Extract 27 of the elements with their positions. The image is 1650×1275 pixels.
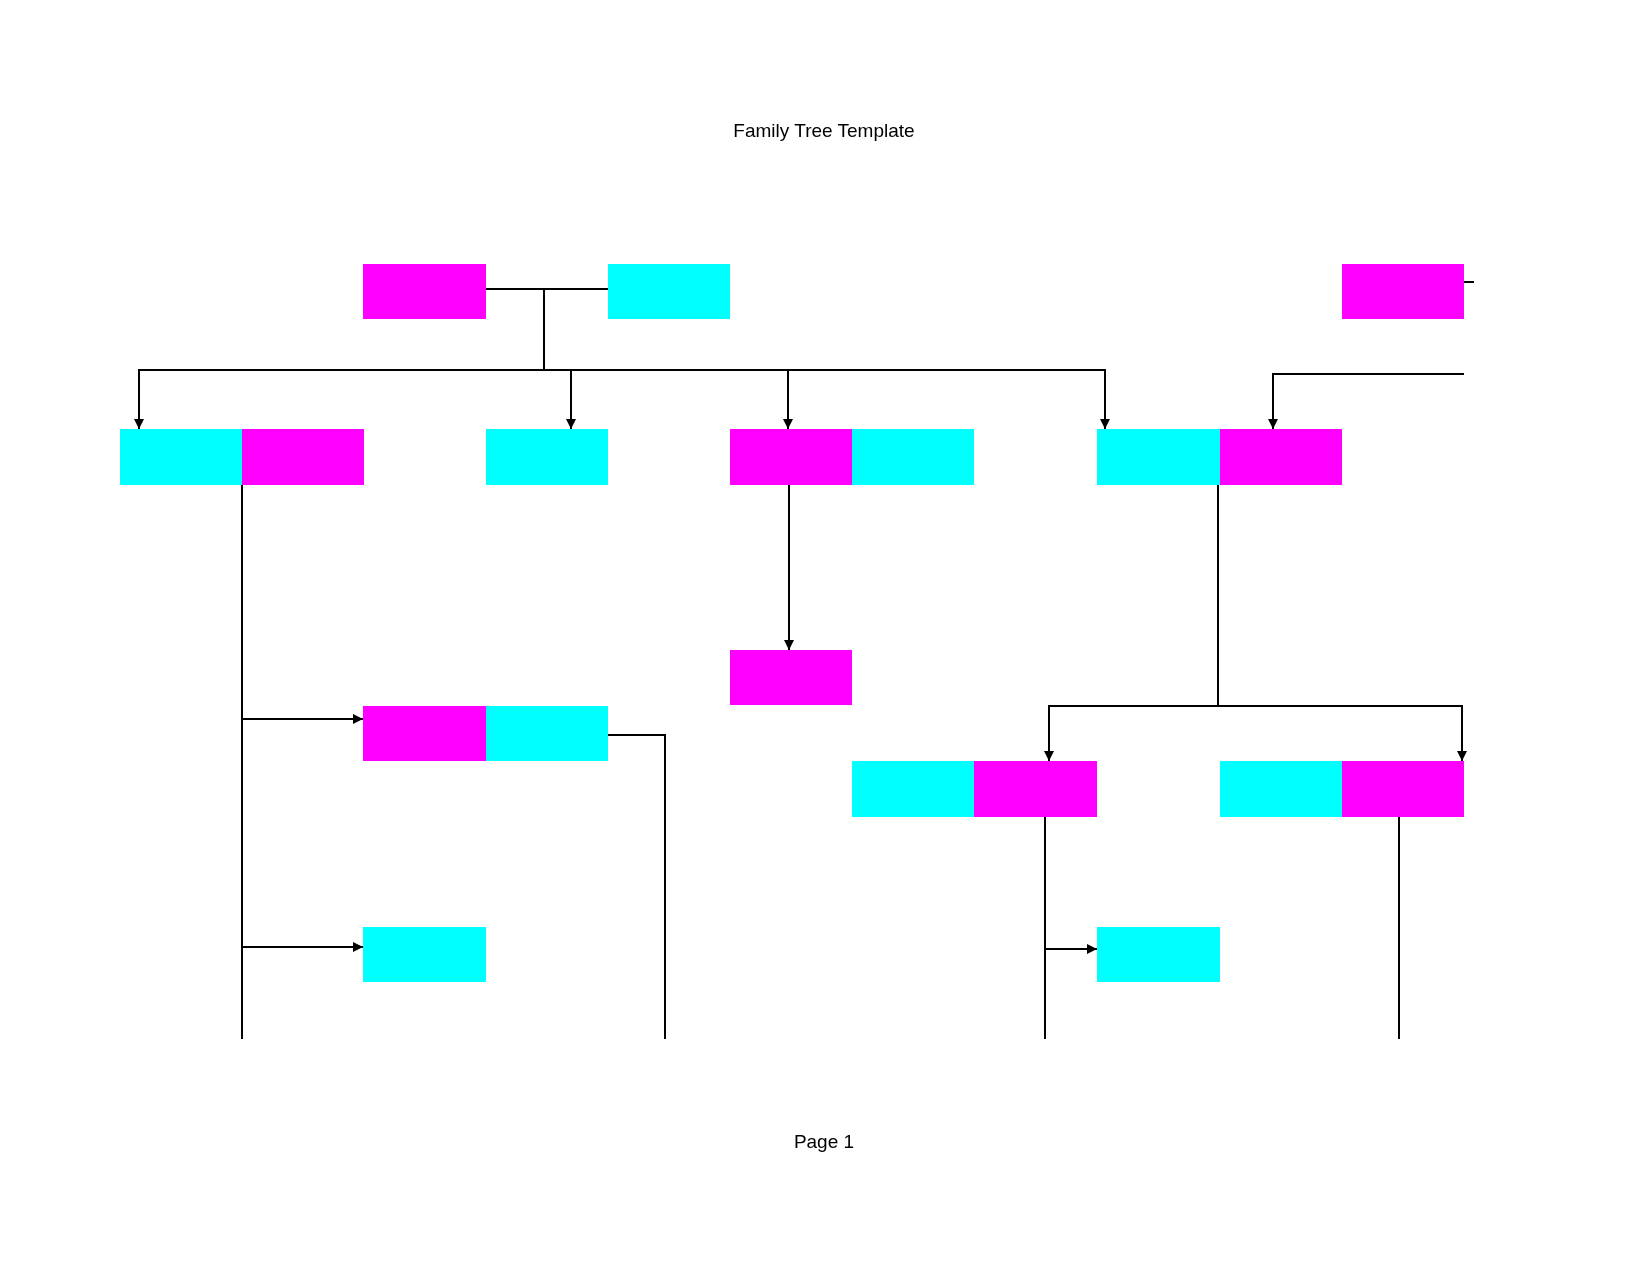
person-box	[608, 264, 730, 319]
person-box	[852, 429, 974, 485]
person-box	[486, 706, 608, 761]
person-box	[1342, 761, 1464, 817]
person-box	[363, 264, 486, 319]
person-box	[852, 761, 974, 817]
page-title: Family Tree Template	[733, 120, 915, 142]
person-box	[363, 706, 486, 761]
connector-line	[607, 734, 666, 1040]
person-box	[363, 927, 486, 982]
person-box	[1342, 264, 1464, 319]
person-box	[974, 761, 1097, 817]
arrow	[1268, 373, 1465, 430]
page-number: Page 1	[793, 1131, 855, 1153]
person-box	[1220, 761, 1342, 817]
arrow	[784, 484, 794, 651]
person-box	[730, 650, 852, 705]
person-box	[120, 429, 242, 485]
connector-line	[1044, 816, 1046, 1040]
connector-line	[1398, 816, 1400, 1040]
person-box	[486, 429, 608, 485]
connector-line	[1463, 281, 1475, 283]
person-box	[1097, 429, 1220, 485]
person-box	[1097, 927, 1220, 982]
person-box	[730, 429, 852, 485]
person-box	[242, 429, 364, 485]
person-box	[1220, 429, 1342, 485]
